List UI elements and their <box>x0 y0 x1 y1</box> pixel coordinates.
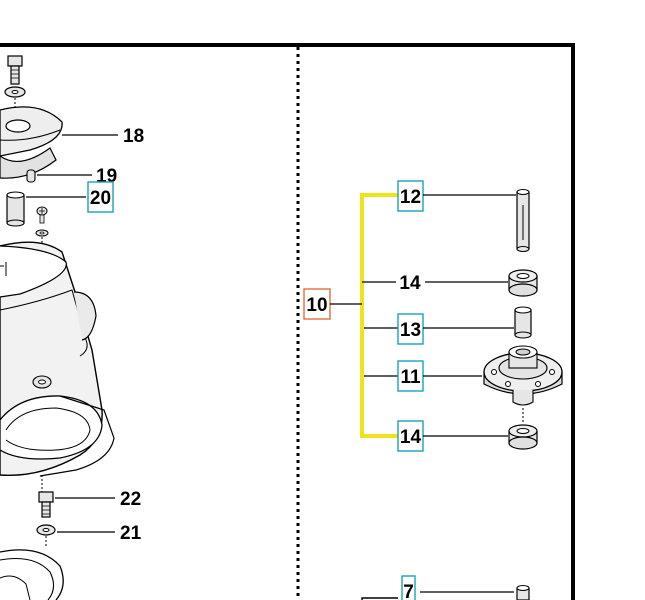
part-label-21: 21 <box>120 523 142 544</box>
callout-box-7 <box>401 575 416 600</box>
part-label-22: 22 <box>120 489 141 510</box>
part-label-10: 10 <box>306 295 327 316</box>
spacer-part <box>514 306 532 339</box>
bracket-bottom-7 <box>361 597 398 600</box>
bearing-bottom-part <box>508 424 538 450</box>
callout-box-13 <box>397 313 424 345</box>
hub-part <box>483 345 563 424</box>
part-label-14-top: 14 <box>399 273 421 294</box>
bottom-shaft-part <box>516 585 530 600</box>
pin-part <box>26 169 36 183</box>
part-label-12: 12 <box>400 187 421 208</box>
housing-part <box>0 241 115 492</box>
part-label-19: 19 <box>96 166 117 187</box>
small-screw-part <box>35 206 49 380</box>
assembly-bracket <box>360 193 398 438</box>
part-label-20: 20 <box>90 188 111 209</box>
part-label-11: 11 <box>400 367 421 388</box>
callout-box-20 <box>87 181 114 213</box>
bearing-top-part <box>508 269 538 297</box>
part-label-13: 13 <box>400 320 421 341</box>
frame-border <box>0 43 575 600</box>
bolt-part <box>38 491 54 518</box>
pulley-part <box>0 106 63 179</box>
part-label-14-bottom: 14 <box>400 427 422 448</box>
top-bolt-part <box>4 55 26 112</box>
shaft-part <box>516 189 530 252</box>
belt-part <box>0 549 64 600</box>
part-label-18: 18 <box>123 126 144 147</box>
sleeve-part <box>6 191 25 227</box>
callout-box-12 <box>397 180 424 212</box>
part-label-7: 7 <box>403 582 414 600</box>
washer-part <box>36 524 56 548</box>
